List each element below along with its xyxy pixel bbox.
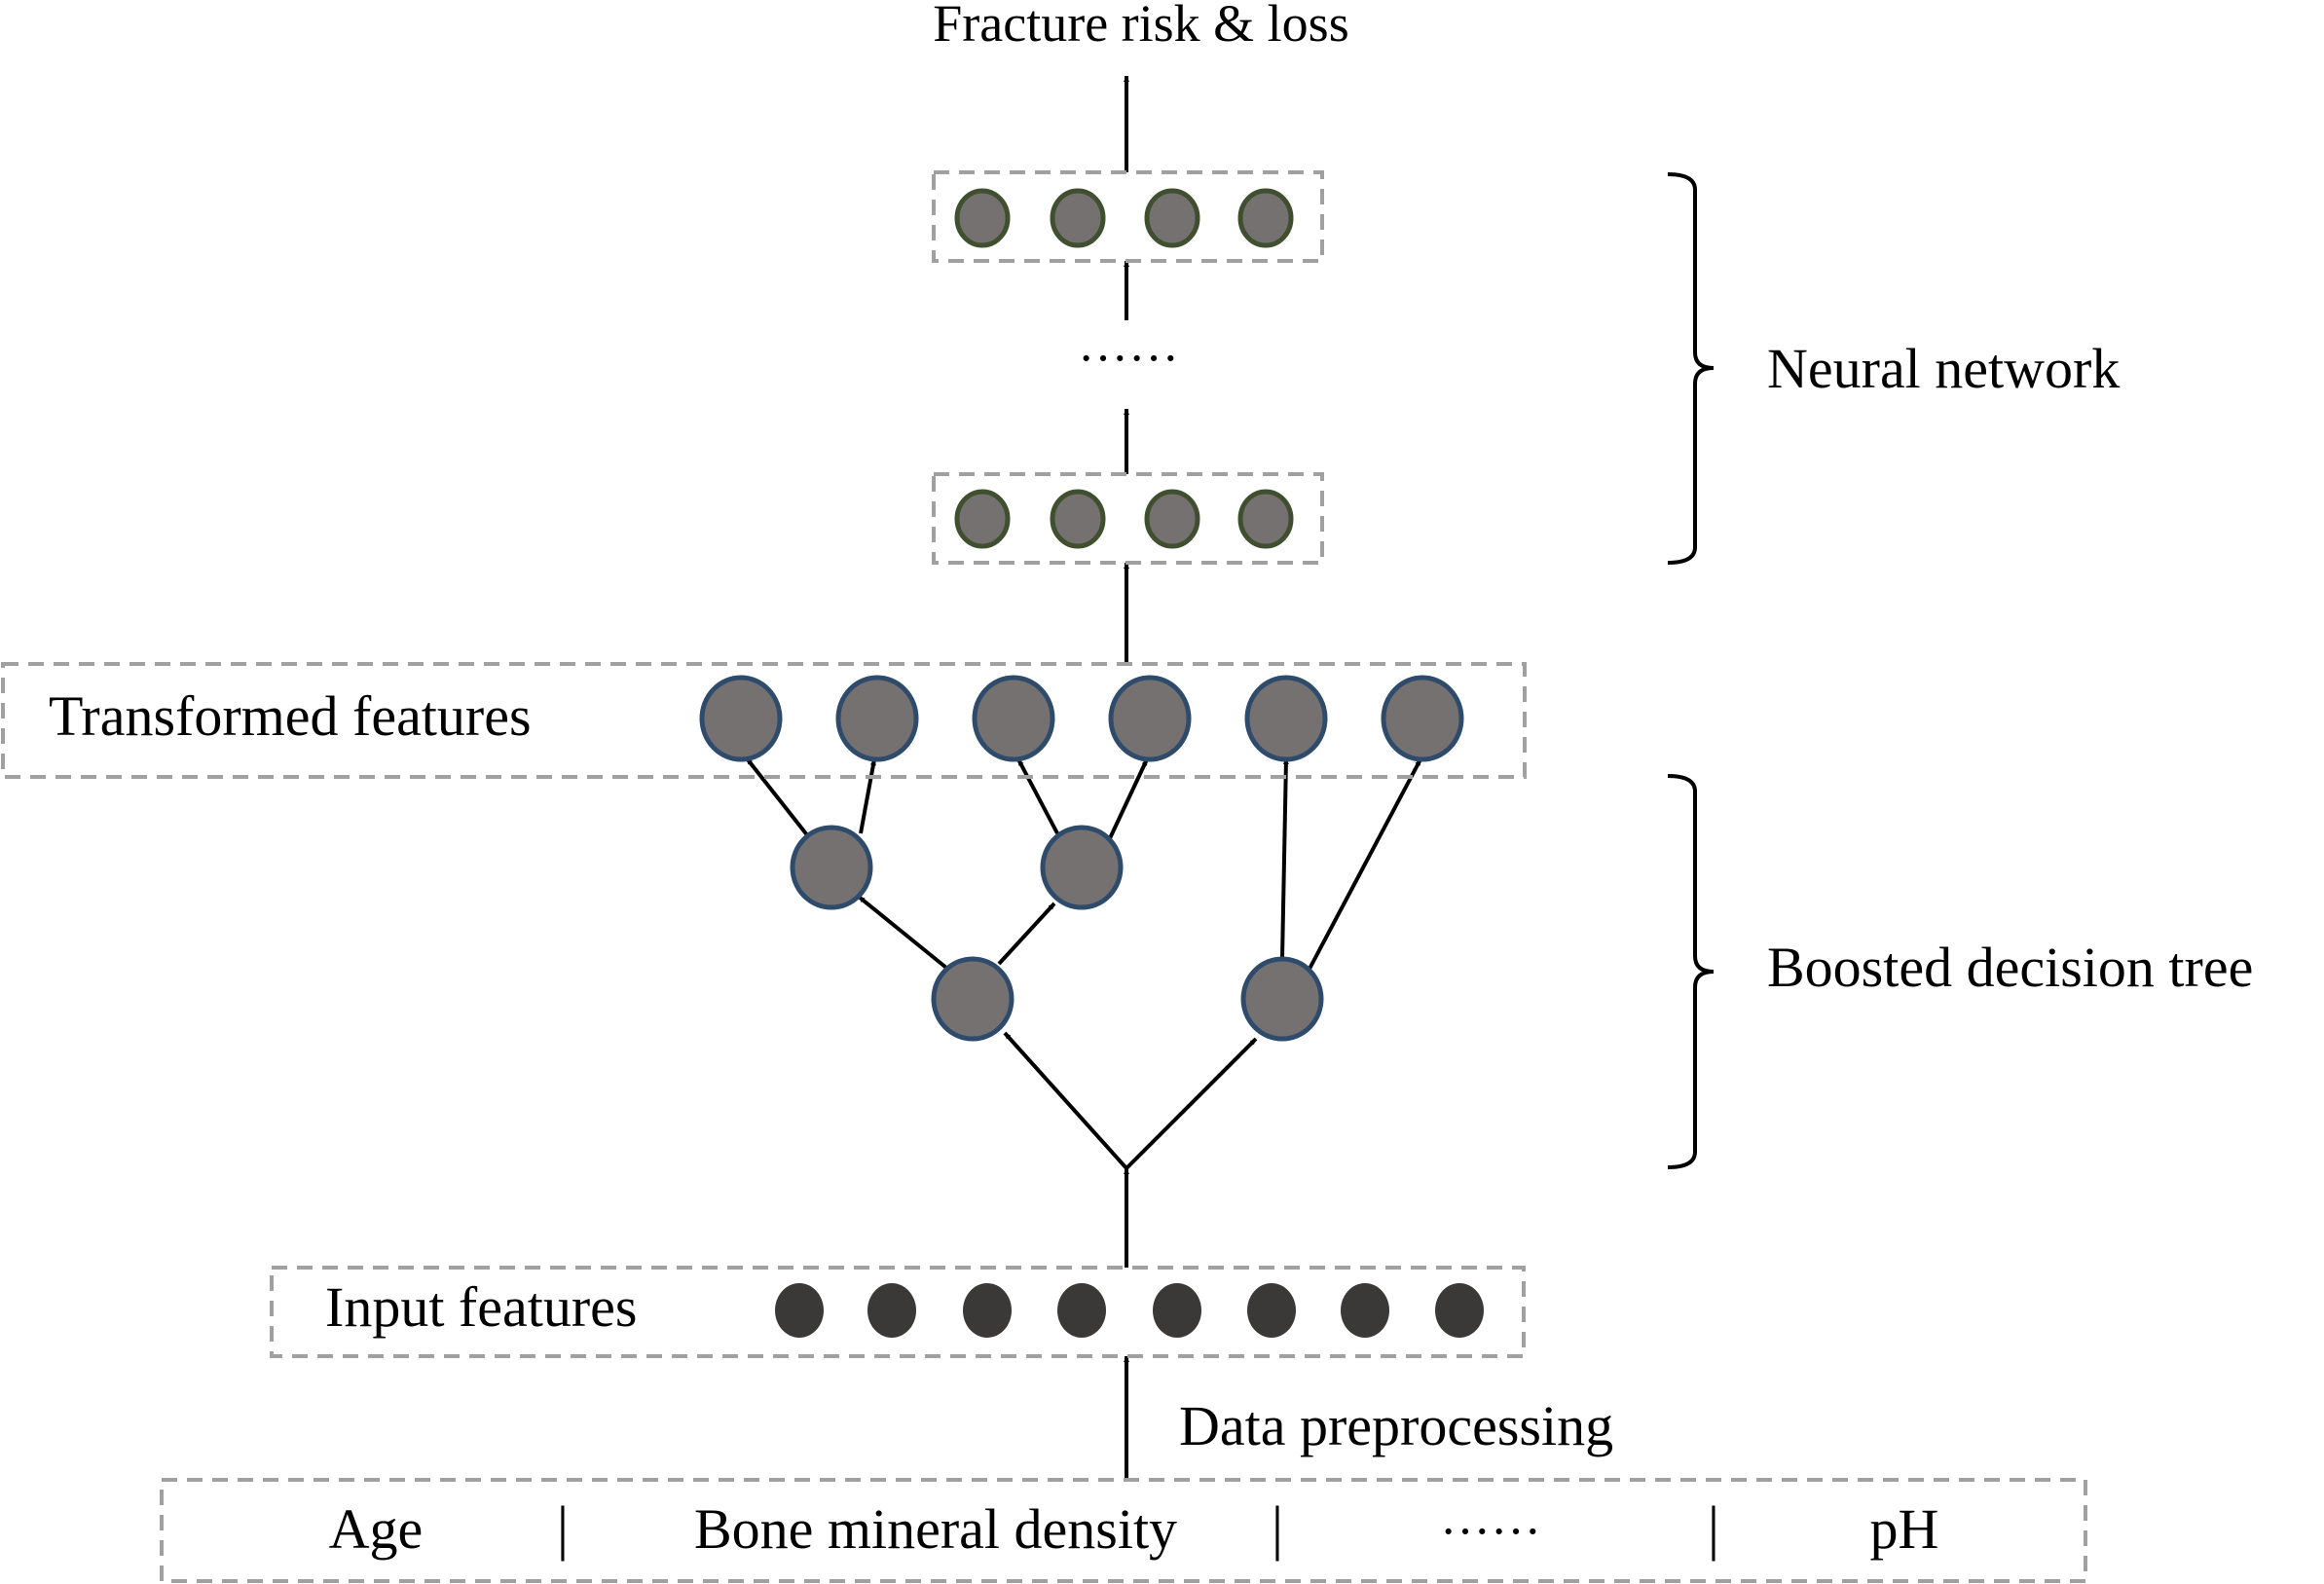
input-feature-dot	[1153, 1283, 1201, 1338]
nn-node	[954, 489, 1011, 549]
input-feature-dot	[1435, 1283, 1484, 1338]
decision-tree-nodes	[790, 825, 1324, 1042]
input-feature-dot	[1057, 1283, 1106, 1338]
arrow	[1003, 1031, 1128, 1170]
arrow	[745, 756, 810, 838]
nn-node	[1144, 188, 1200, 248]
boosted-decision-tree-label: Boosted decision tree	[1767, 936, 2253, 999]
hidden-layers-ellipsis: ······	[1078, 331, 1179, 387]
tree-node	[931, 956, 1014, 1042]
arrow	[1308, 758, 1422, 970]
tree-node	[1040, 825, 1124, 910]
input-feature-dots	[775, 1283, 1484, 1338]
raw-features-box	[160, 1478, 2087, 1583]
arrow	[1280, 757, 1289, 960]
transformed-feature-nodes	[699, 675, 1464, 762]
data-preprocessing-label: Data preprocessing	[1179, 1394, 1613, 1457]
tree-node	[1240, 956, 1324, 1042]
arrow	[1016, 758, 1059, 834]
input-features-box	[270, 1266, 1526, 1358]
arrow	[997, 902, 1056, 966]
arrow	[1108, 758, 1149, 839]
input-feature-dot	[775, 1283, 824, 1338]
nn-node	[1237, 188, 1294, 248]
raw-feature-separator: |	[557, 1495, 569, 1562]
nn-node	[1050, 188, 1106, 248]
boosted-tree-brace	[1667, 774, 1715, 1169]
transformed-feature-node	[1244, 675, 1328, 762]
output-title: Fracture risk & loss	[933, 0, 1348, 53]
raw-feature-separator: |	[1272, 1495, 1283, 1562]
nn-output-layer-box	[932, 170, 1324, 263]
input-feature-dot	[1341, 1283, 1389, 1338]
nn-output-layer	[954, 188, 1294, 248]
raw-feature-separator: |	[1708, 1495, 1719, 1562]
transformed-feature-node	[1381, 675, 1464, 762]
transformed-feature-node	[1108, 675, 1192, 762]
arrow	[1125, 1037, 1258, 1170]
arrow	[857, 895, 948, 970]
nn-node	[1050, 489, 1106, 549]
input-feature-dot	[963, 1283, 1012, 1338]
transformed-features-label: Transformed features	[49, 684, 532, 748]
neural-network-brace	[1667, 172, 1715, 565]
raw-feature-age: Age	[329, 1497, 424, 1561]
input-feature-dot	[1247, 1283, 1296, 1338]
nn-first-layer-box	[932, 472, 1324, 565]
raw-feature-ph: pH	[1870, 1497, 1939, 1561]
nn-node	[1237, 489, 1294, 549]
nn-node	[954, 188, 1011, 248]
transformed-feature-node	[699, 675, 783, 762]
arrows	[745, 76, 1422, 1479]
tree-node	[790, 825, 873, 910]
nn-node	[1144, 489, 1200, 549]
transformed-feature-node	[972, 675, 1055, 762]
nn-first-hidden-layer	[954, 489, 1294, 549]
arrow	[859, 758, 876, 834]
input-feature-dot	[867, 1283, 916, 1338]
neural-network-label: Neural network	[1767, 337, 2120, 400]
raw-feature-bone-mineral-density: Bone mineral density	[694, 1497, 1177, 1561]
transformed-features-box	[1, 662, 1527, 779]
raw-feature-ellipsis: ······	[1440, 1504, 1541, 1560]
input-features-label: Input features	[325, 1275, 637, 1339]
transformed-feature-node	[835, 675, 919, 762]
